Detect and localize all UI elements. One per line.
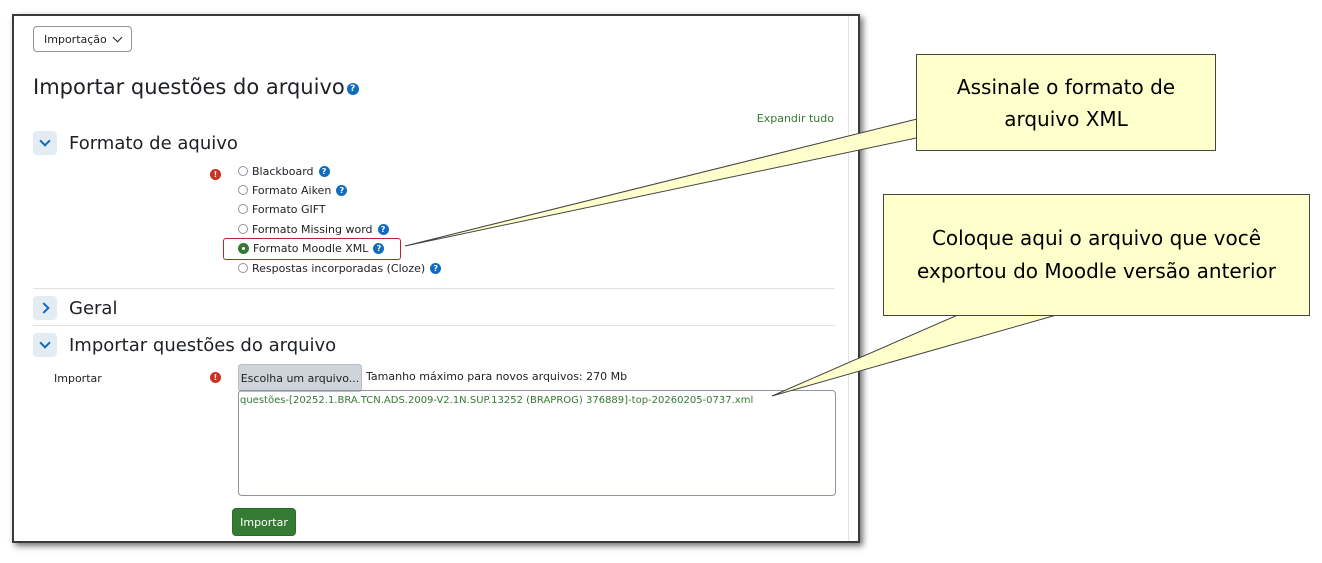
section-format-title: Formato de aquivo	[69, 132, 238, 154]
option-label: Blackboard	[252, 164, 314, 178]
help-icon[interactable]: ?	[373, 242, 385, 254]
required-icon: !	[210, 169, 221, 180]
help-icon[interactable]: ?	[318, 165, 330, 177]
option-label: Formato Aiken	[252, 183, 332, 197]
section-divider	[33, 325, 835, 326]
format-option-gift[interactable]: Formato GIFT	[238, 202, 326, 216]
format-option-cloze[interactable]: Respostas incorporadas (Cloze) ?	[238, 261, 442, 275]
option-label: Respostas incorporadas (Cloze)	[252, 261, 426, 275]
content-border	[848, 16, 849, 541]
expand-all-link[interactable]: Expandir tudo	[756, 112, 834, 125]
callout-file-pointer	[771, 313, 1061, 397]
section-import-title: Importar questões do arquivo	[69, 334, 337, 356]
section-general-title: Geral	[69, 297, 118, 319]
option-label: Formato Moodle XML	[253, 241, 369, 255]
import-submit-button[interactable]: Importar	[232, 508, 296, 536]
help-icon[interactable]: ?	[377, 223, 389, 235]
help-icon[interactable]: ?	[346, 83, 359, 95]
format-option-aiken[interactable]: Formato Aiken ?	[238, 183, 348, 197]
selection-highlight-box	[223, 238, 401, 260]
callout-file-text: Coloque aqui o arquivo que você exportou…	[917, 226, 1276, 283]
max-file-size-text: Tamanho máximo para novos arquivos: 270 …	[366, 370, 628, 383]
radio-button-selected[interactable]	[238, 242, 249, 254]
format-option-blackboard[interactable]: Blackboard ?	[238, 164, 330, 178]
radio-button[interactable]	[238, 185, 248, 195]
help-icon[interactable]: ?	[430, 262, 442, 274]
radio-button[interactable]	[238, 263, 248, 273]
section-general-header[interactable]: Geral	[33, 296, 117, 320]
section-toggle[interactable]	[33, 131, 57, 155]
radio-button[interactable]	[238, 204, 248, 214]
option-label: Formato GIFT	[252, 202, 326, 216]
section-toggle[interactable]	[33, 296, 57, 320]
section-divider	[33, 288, 835, 289]
import-dropdown-label: Importação	[44, 32, 107, 46]
import-field-label: Importar	[54, 372, 102, 385]
section-import-header[interactable]: Importar questões do arquivo	[33, 333, 336, 357]
format-option-moodle-xml[interactable]: Formato Moodle XML ?	[238, 241, 385, 255]
section-toggle[interactable]	[33, 333, 57, 357]
callout-format-pointer	[404, 117, 922, 247]
uploaded-file-link[interactable]: questões-[20252.1.BRA.TCN.ADS.2009-V2.1N…	[240, 395, 754, 406]
page-title-text: Importar questões do arquivo	[33, 75, 345, 99]
moodle-import-screenshot: Importação Importar questões do arquivo …	[12, 14, 860, 543]
format-option-missing-word[interactable]: Formato Missing word ?	[238, 222, 389, 236]
help-icon[interactable]: ?	[336, 184, 348, 196]
callout-format-text: Assinale o formato de arquivo XML	[956, 74, 1176, 131]
callout-file: Coloque aqui o arquivo que você exportou…	[883, 194, 1310, 316]
page-title: Importar questões do arquivo ?	[33, 75, 359, 99]
import-dropdown-button[interactable]: Importação	[33, 26, 132, 52]
radio-button[interactable]	[238, 166, 248, 176]
choose-file-button[interactable]: Escolha um arquivo...	[238, 364, 362, 392]
option-label: Formato Missing word	[252, 222, 373, 236]
section-format-header[interactable]: Formato de aquivo	[33, 131, 238, 155]
required-icon: !	[210, 372, 221, 383]
file-drop-area[interactable]: questões-[20252.1.BRA.TCN.ADS.2009-V2.1N…	[238, 390, 836, 496]
callout-format: Assinale o formato de arquivo XML	[916, 54, 1216, 151]
radio-button[interactable]	[238, 224, 248, 234]
